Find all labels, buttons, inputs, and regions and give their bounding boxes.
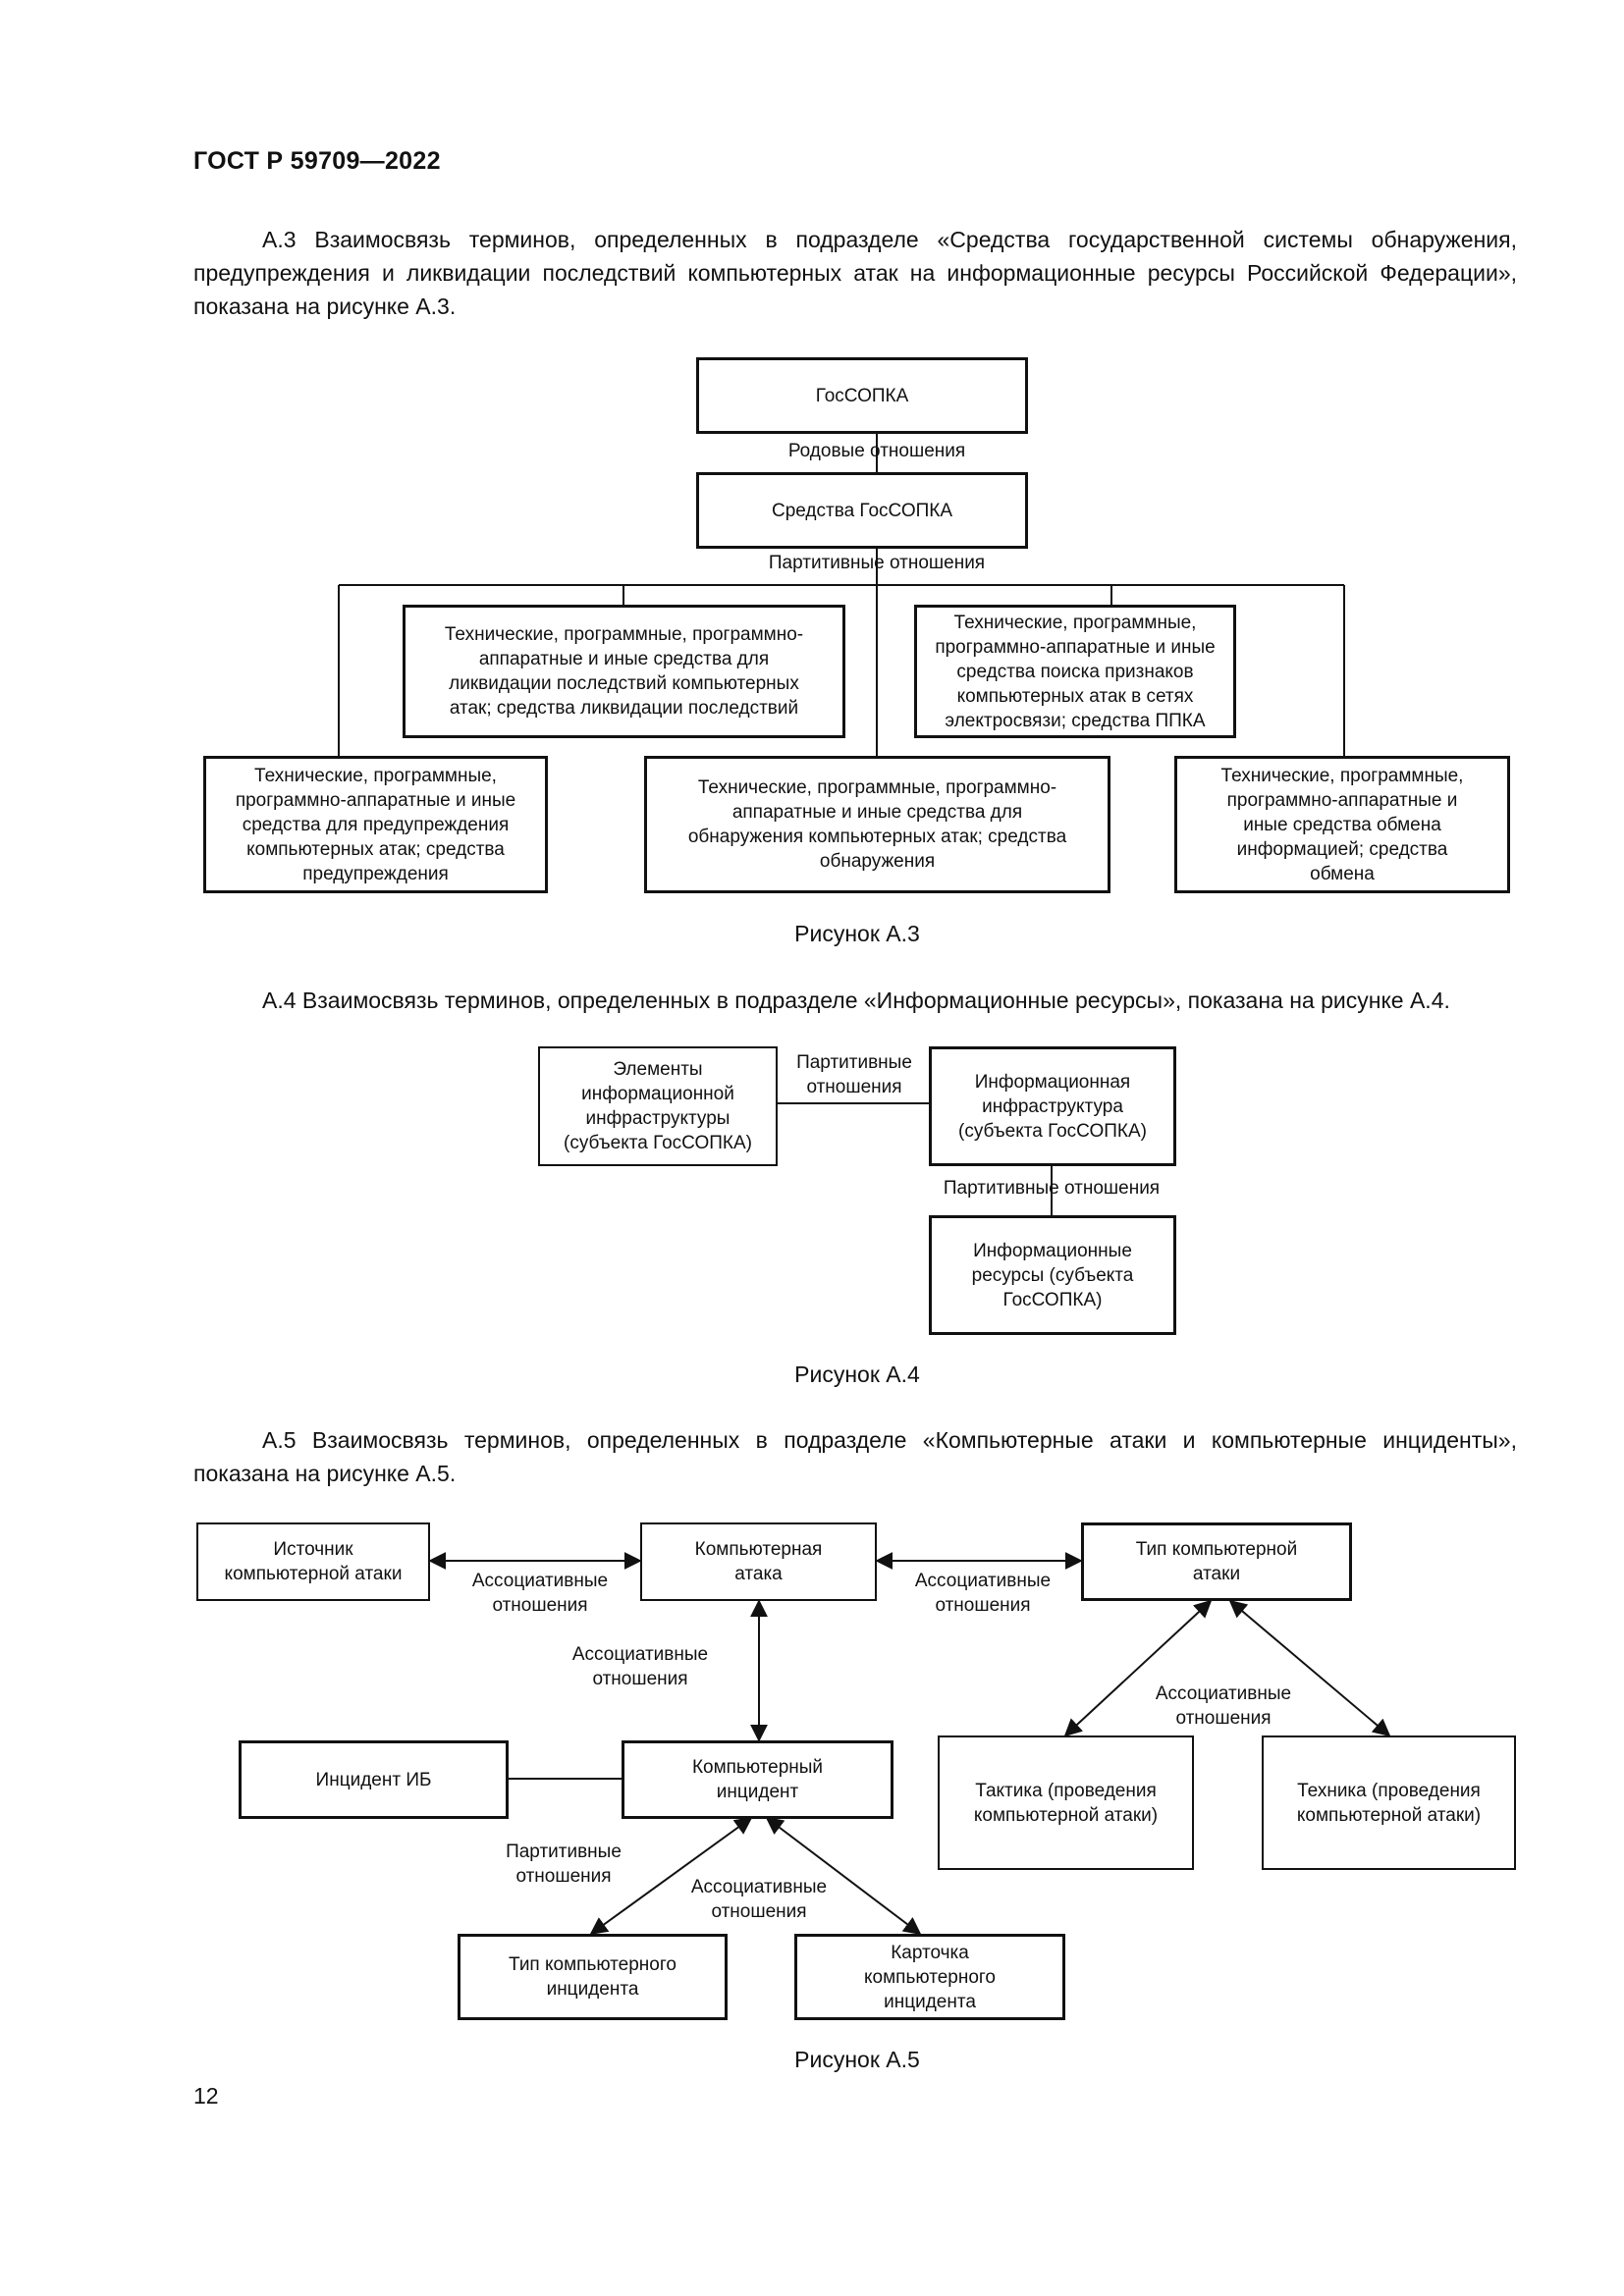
caption-a3: Рисунок А.3 [794, 921, 920, 946]
label-assoc-relations-5: Ассоциативные отношения [690, 1877, 828, 1922]
box-infrastructure-elements: Элементы информационной инфраструктуры (… [538, 1046, 778, 1166]
label-assoc-relations-3: Ассоциативные отношения [571, 1644, 709, 1689]
standard-code: ГОСТ Р 59709—2022 [193, 147, 441, 175]
box-attack-technique: Техника (проведения компьютерной атаки) [1262, 1735, 1516, 1870]
box-ib-incident: Инцидент ИБ [239, 1740, 509, 1819]
box-search-means: Технические, программные, программно-апп… [914, 605, 1236, 738]
paragraph-a4-text: А.4 Взаимосвязь терминов, определенных в… [262, 988, 1450, 1013]
paragraph-a3: А.3 Взаимосвязь терминов, определенных в… [193, 223, 1517, 323]
paragraph-a5: А.5 Взаимосвязь терминов, определенных в… [193, 1423, 1517, 1490]
caption-a5: Рисунок А.5 [794, 2047, 920, 2072]
label-generic-relations: Родовые отношения [787, 441, 966, 461]
label-assoc-relations-2: Ассоциативные отношения [914, 1571, 1052, 1616]
box-incident-card: Карточка компьютерного инцидента [794, 1934, 1065, 2020]
box-gossopka: ГосСОПКА [696, 357, 1028, 434]
label-partitive-relations-a5: Партитивные отношения [506, 1842, 622, 1887]
box-incident-type: Тип компьютерного инцидента [458, 1934, 728, 2020]
page-number: 12 [193, 2083, 219, 2109]
box-prevention-means: Технические, программные, программно-апп… [203, 756, 548, 893]
box-attack-source: Источник компьютерной атаки [196, 1522, 430, 1601]
box-attack-tactic: Тактика (проведения компьютерной атаки) [938, 1735, 1194, 1870]
label-assoc-relations-1: Ассоциативные отношения [471, 1571, 609, 1616]
label-partitive-relations: Партитивные отношения [768, 553, 986, 573]
box-computer-incident: Компьютерный инцидент [622, 1740, 893, 1819]
label-partitive-relations-1: Партитивные отношения [796, 1052, 912, 1097]
paragraph-a3-text: А.3 Взаимосвязь терминов, определенных в… [193, 227, 1517, 319]
box-attack-type: Тип компьютерной атаки [1081, 1522, 1352, 1601]
box-computer-attack: Компьютерная атака [640, 1522, 877, 1601]
paragraph-a4: А.4 Взаимосвязь терминов, определенных в… [193, 984, 1517, 1017]
box-gossopka-means: Средства ГосСОПКА [696, 472, 1028, 549]
box-exchange-means: Технические, программные, программно-апп… [1174, 756, 1510, 893]
label-partitive-relations-2: Партитивные отношения [943, 1178, 1161, 1199]
box-detection-means: Технические, программные, программно- ап… [644, 756, 1110, 893]
label-assoc-relations-4: Ассоциативные отношения [1155, 1683, 1292, 1729]
box-information-infrastructure: Информационная инфраструктура (субъекта … [929, 1046, 1176, 1166]
paragraph-a5-text: А.5 Взаимосвязь терминов, определенных в… [193, 1427, 1517, 1486]
box-elimination-means: Технические, программные, программно- ап… [403, 605, 845, 738]
caption-a4: Рисунок А.4 [794, 1362, 920, 1387]
box-information-resources: Информационные ресурсы (субъекта ГосСОПК… [929, 1215, 1176, 1335]
